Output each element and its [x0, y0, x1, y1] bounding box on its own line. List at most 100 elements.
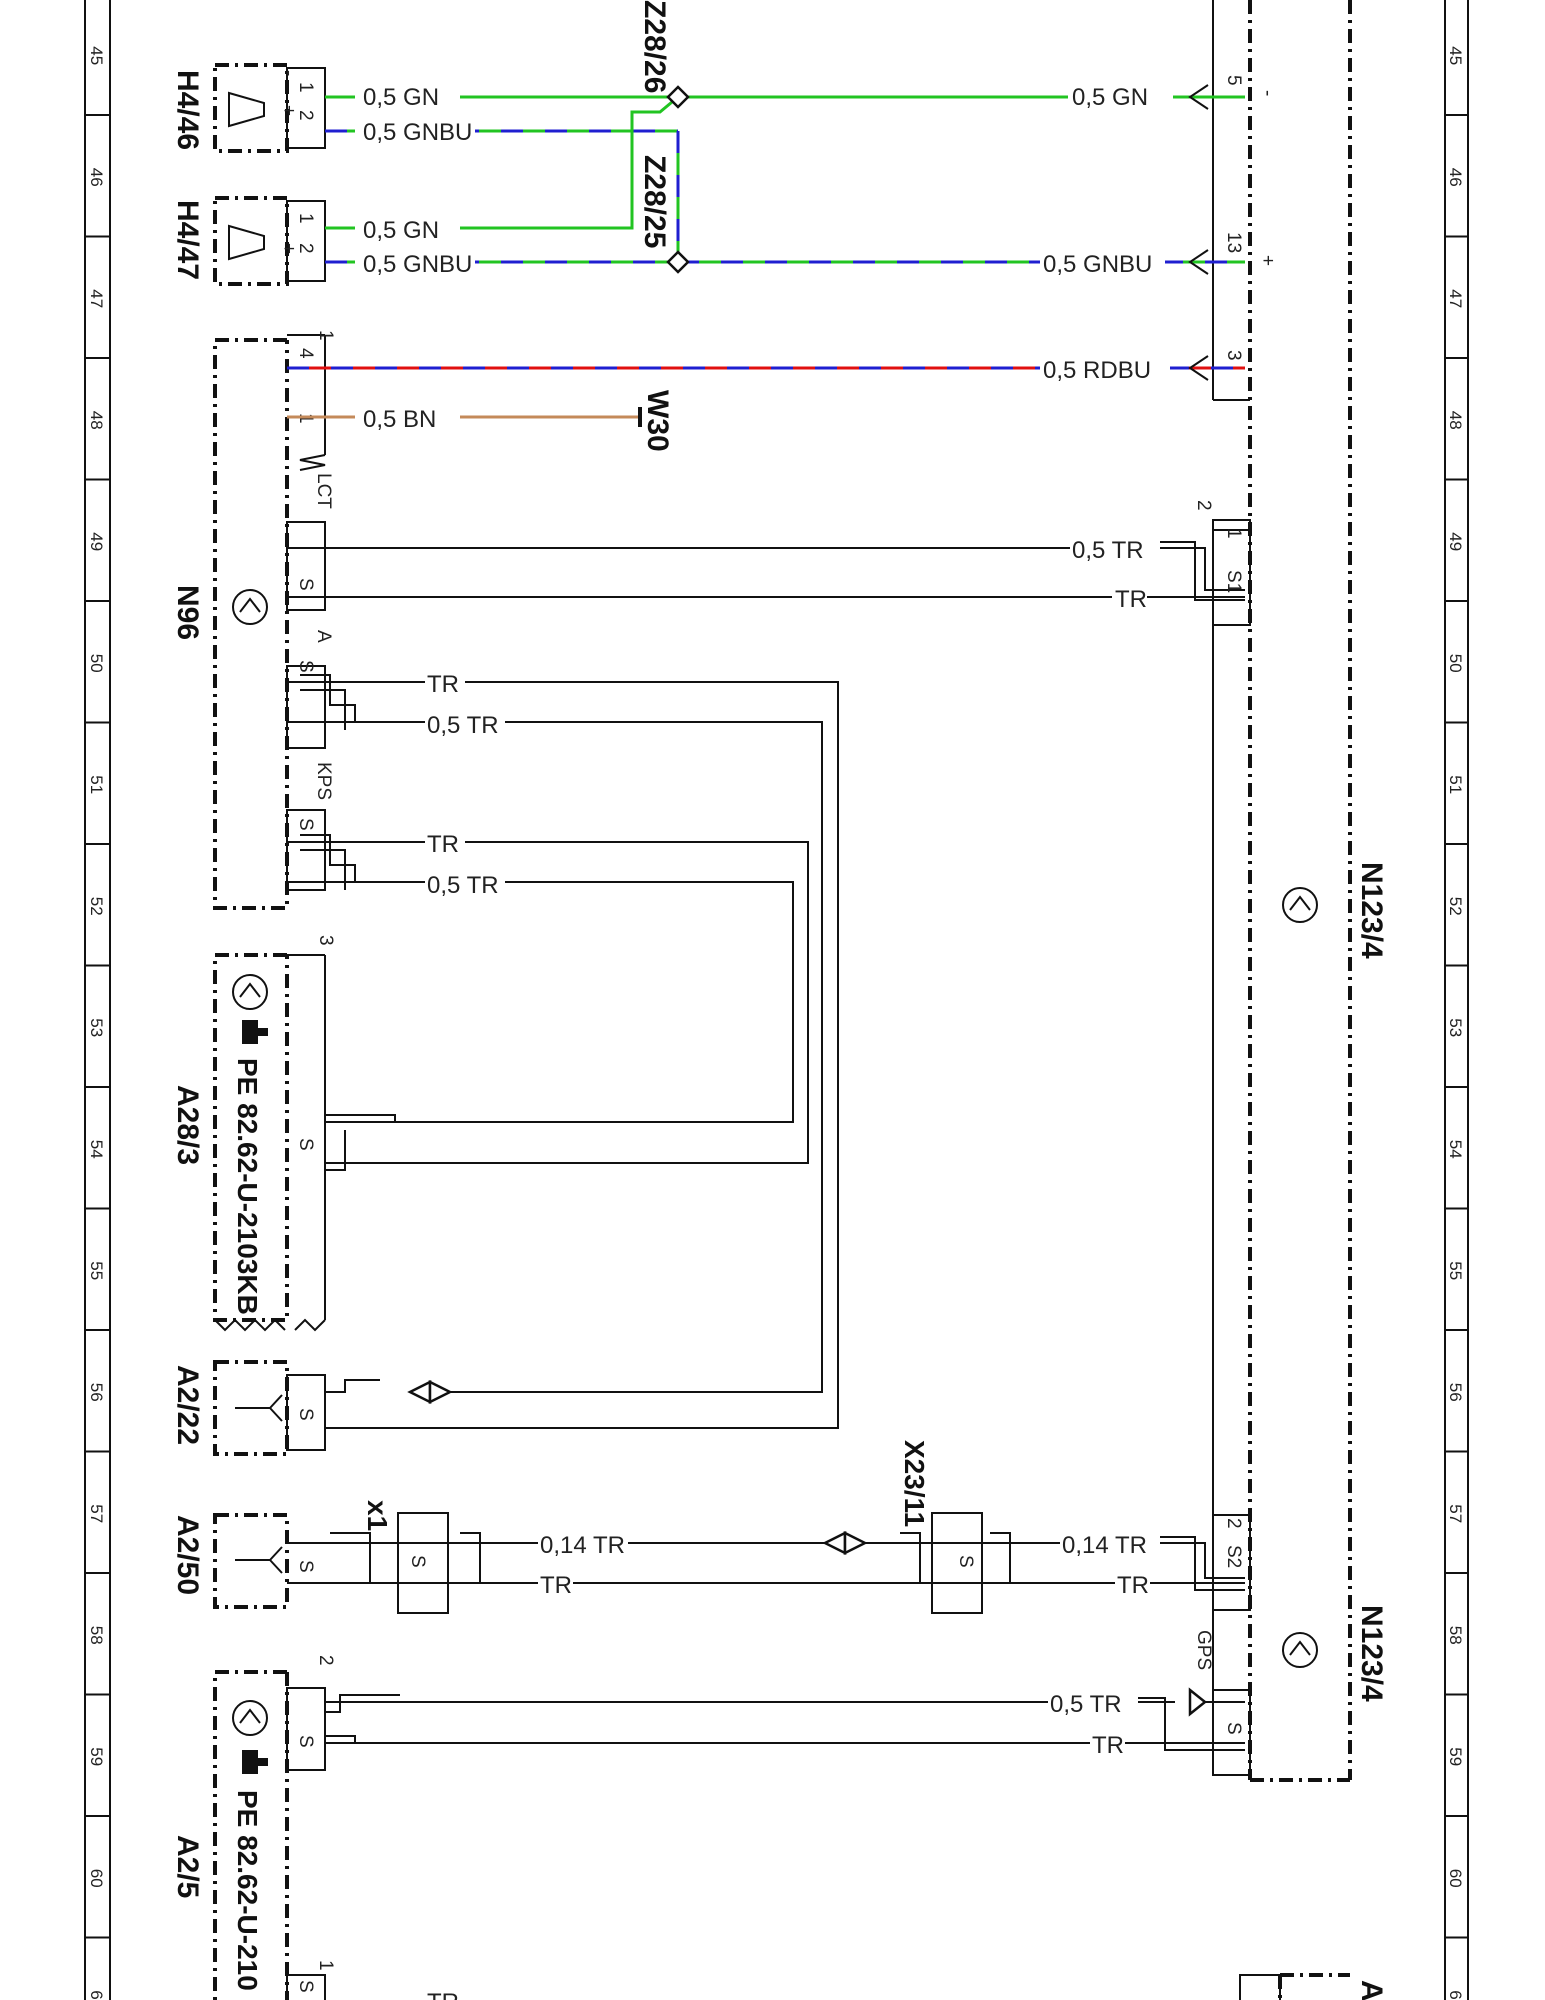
pin-label: 1 — [1223, 528, 1244, 539]
component-label-a2-22: A2/22 — [171, 1365, 204, 1445]
a2-22-antenna: A2/22 S — [171, 1360, 326, 1456]
zone-number: 59 — [1446, 1747, 1465, 1766]
component-label-a-cut: A — [1355, 1980, 1388, 2000]
a28-3-module: A28/3 PE 82.62-U-2103KB 3 S — [171, 935, 336, 1332]
component-label-h4-46: H4/46 — [171, 70, 204, 150]
wire-label: 0,5 GN — [363, 84, 439, 111]
zone-number: 55 — [87, 1261, 106, 1280]
wire-gn-h4-47: 0,5 GN — [325, 95, 679, 244]
connector-label-s1: S1 — [1223, 570, 1244, 593]
component-label-n123-4-top: N123/4 — [1355, 862, 1388, 959]
connector-x23-11: X23/11 S — [899, 1440, 1030, 1614]
h4-46-speaker: H4/46 - + 1 2 — [171, 63, 326, 153]
zone-number: 46 — [1446, 168, 1465, 187]
ground-label-w30: W30 — [641, 390, 674, 452]
splice-z28-26: Z28/26 — [638, 0, 690, 109]
electronic-module-icon — [232, 1700, 268, 1736]
connector-label-a: A — [313, 630, 334, 643]
zone-number: 47 — [1446, 289, 1465, 308]
wire-bn-w30: 0,5 BN W30 — [287, 390, 674, 452]
wire-lct-n123: 0,5 TR TR 2 1 S1 — [287, 500, 1251, 626]
connector-coax-icon — [822, 1530, 868, 1556]
splice-label-z28-26: Z28/26 — [638, 0, 671, 93]
zone-number: 50 — [87, 654, 106, 673]
zone-number: 61 — [87, 1990, 106, 2000]
pin-label: 1 — [295, 82, 316, 93]
wire-label: TR — [1092, 1732, 1124, 1759]
pin-label: 3 — [1223, 350, 1244, 361]
wire-gnbu-h4-47: 0,5 GNBU 0,5 GNBU — [325, 248, 1245, 278]
n123-4-pins-top: 5 - 13 + 3 — [1188, 75, 1278, 381]
pin-label: 2 — [295, 243, 316, 254]
pin-label: 4 — [295, 348, 316, 359]
wire-label: TR — [427, 671, 459, 698]
wire-label: 0,5 GNBU — [363, 119, 472, 146]
connector-label-s: S — [1223, 1722, 1244, 1735]
reference-note-a28-3: PE 82.62-U-2103KB — [232, 1058, 263, 1315]
wire-label: 0,5 RDBU — [1043, 357, 1151, 384]
zone-number: 60 — [87, 1869, 106, 1888]
connector-label-x23-11: X23/11 — [899, 1440, 930, 1527]
connector-label-s: S — [295, 1735, 316, 1748]
connector-label-s: S — [295, 1138, 316, 1151]
wire-label: TR — [427, 831, 459, 858]
component-label-a28-3: A28/3 — [171, 1085, 204, 1165]
wire-label: TR — [540, 1572, 572, 1599]
zone-number: 52 — [1446, 897, 1465, 916]
pin-label: + — [278, 105, 299, 116]
zone-number: 45 — [87, 46, 106, 65]
zone-strip-right — [1444, 0, 1469, 2000]
splice-z28-25: Z28/25 — [638, 155, 690, 274]
pin-label: 13 — [1223, 232, 1244, 253]
zone-number: 52 — [87, 897, 106, 916]
pin-label: 2 — [1193, 500, 1214, 511]
component-label-a2-50: A2/50 — [171, 1515, 204, 1595]
wire-gnbu-h4-46: 0,5 GNBU — [325, 117, 680, 262]
zone-number: 51 — [1446, 775, 1465, 794]
reference-note-a2-5: PE 82.62-U-210 — [232, 1790, 263, 1991]
zone-number: 56 — [87, 1383, 106, 1402]
n123-4-module: N123/4 N123/4 A — [1212, 0, 1388, 2000]
connector-label-s: S — [295, 1560, 316, 1573]
wire-a-to-a2-22: TR 0,5 TR — [287, 668, 839, 1429]
electronic-module-icon — [232, 974, 268, 1010]
electronic-module-icon — [1282, 887, 1318, 923]
zone-number: 50 — [1446, 654, 1465, 673]
pin-label: 5 — [1223, 75, 1244, 86]
zone-number: 57 — [87, 1504, 106, 1523]
pin-label: 1 — [315, 330, 336, 341]
pin-label: + — [1257, 255, 1278, 266]
zone-number: 46 — [87, 168, 106, 187]
h4-47-speaker: H4/47 + 1 2 — [171, 196, 326, 286]
pin-label: 1 — [315, 1960, 336, 1971]
zone-number: 55 — [1446, 1261, 1465, 1280]
zone-number: 53 — [1446, 1018, 1465, 1037]
connector-label-s: S — [295, 578, 316, 591]
connector-label-s: S — [295, 1408, 316, 1421]
zone-number: 48 — [87, 411, 106, 430]
pin-label: 2 — [295, 110, 316, 121]
zone-number: 58 — [1446, 1626, 1465, 1645]
zone-number: 49 — [1446, 532, 1465, 551]
wire-gn-h4-46: 0,5 GN 0,5 GN — [325, 82, 1245, 111]
zone-number: 60 — [1446, 1869, 1465, 1888]
wire-label: 0,5 TR — [1050, 1691, 1122, 1718]
wire-rdbu: 0,5 RDBU — [287, 354, 1245, 384]
a2-50-antenna: A2/50 S — [171, 1513, 316, 1609]
zone-number: 48 — [1446, 411, 1465, 430]
connector-label-s2: S2 — [1223, 1545, 1244, 1568]
wire-label: 0,14 TR — [1062, 1532, 1147, 1559]
wire-label: 0,5 GN — [1072, 84, 1148, 111]
wire-label: 0,14 TR — [540, 1532, 625, 1559]
pointing-hand-icon — [242, 1020, 268, 1044]
connector-label-s: S — [295, 660, 316, 673]
connector-label-lct: LCT — [313, 473, 334, 509]
component-label-n123-4-bottom: N123/4 — [1355, 1605, 1388, 1702]
wire-stub-bottom: TR — [427, 1989, 459, 2000]
wire-label: TR — [1117, 1572, 1149, 1599]
pin-label: 1 — [295, 213, 316, 224]
connector-coax-icon — [407, 1379, 453, 1405]
component-label-a2-5: A2/5 — [171, 1835, 204, 1898]
